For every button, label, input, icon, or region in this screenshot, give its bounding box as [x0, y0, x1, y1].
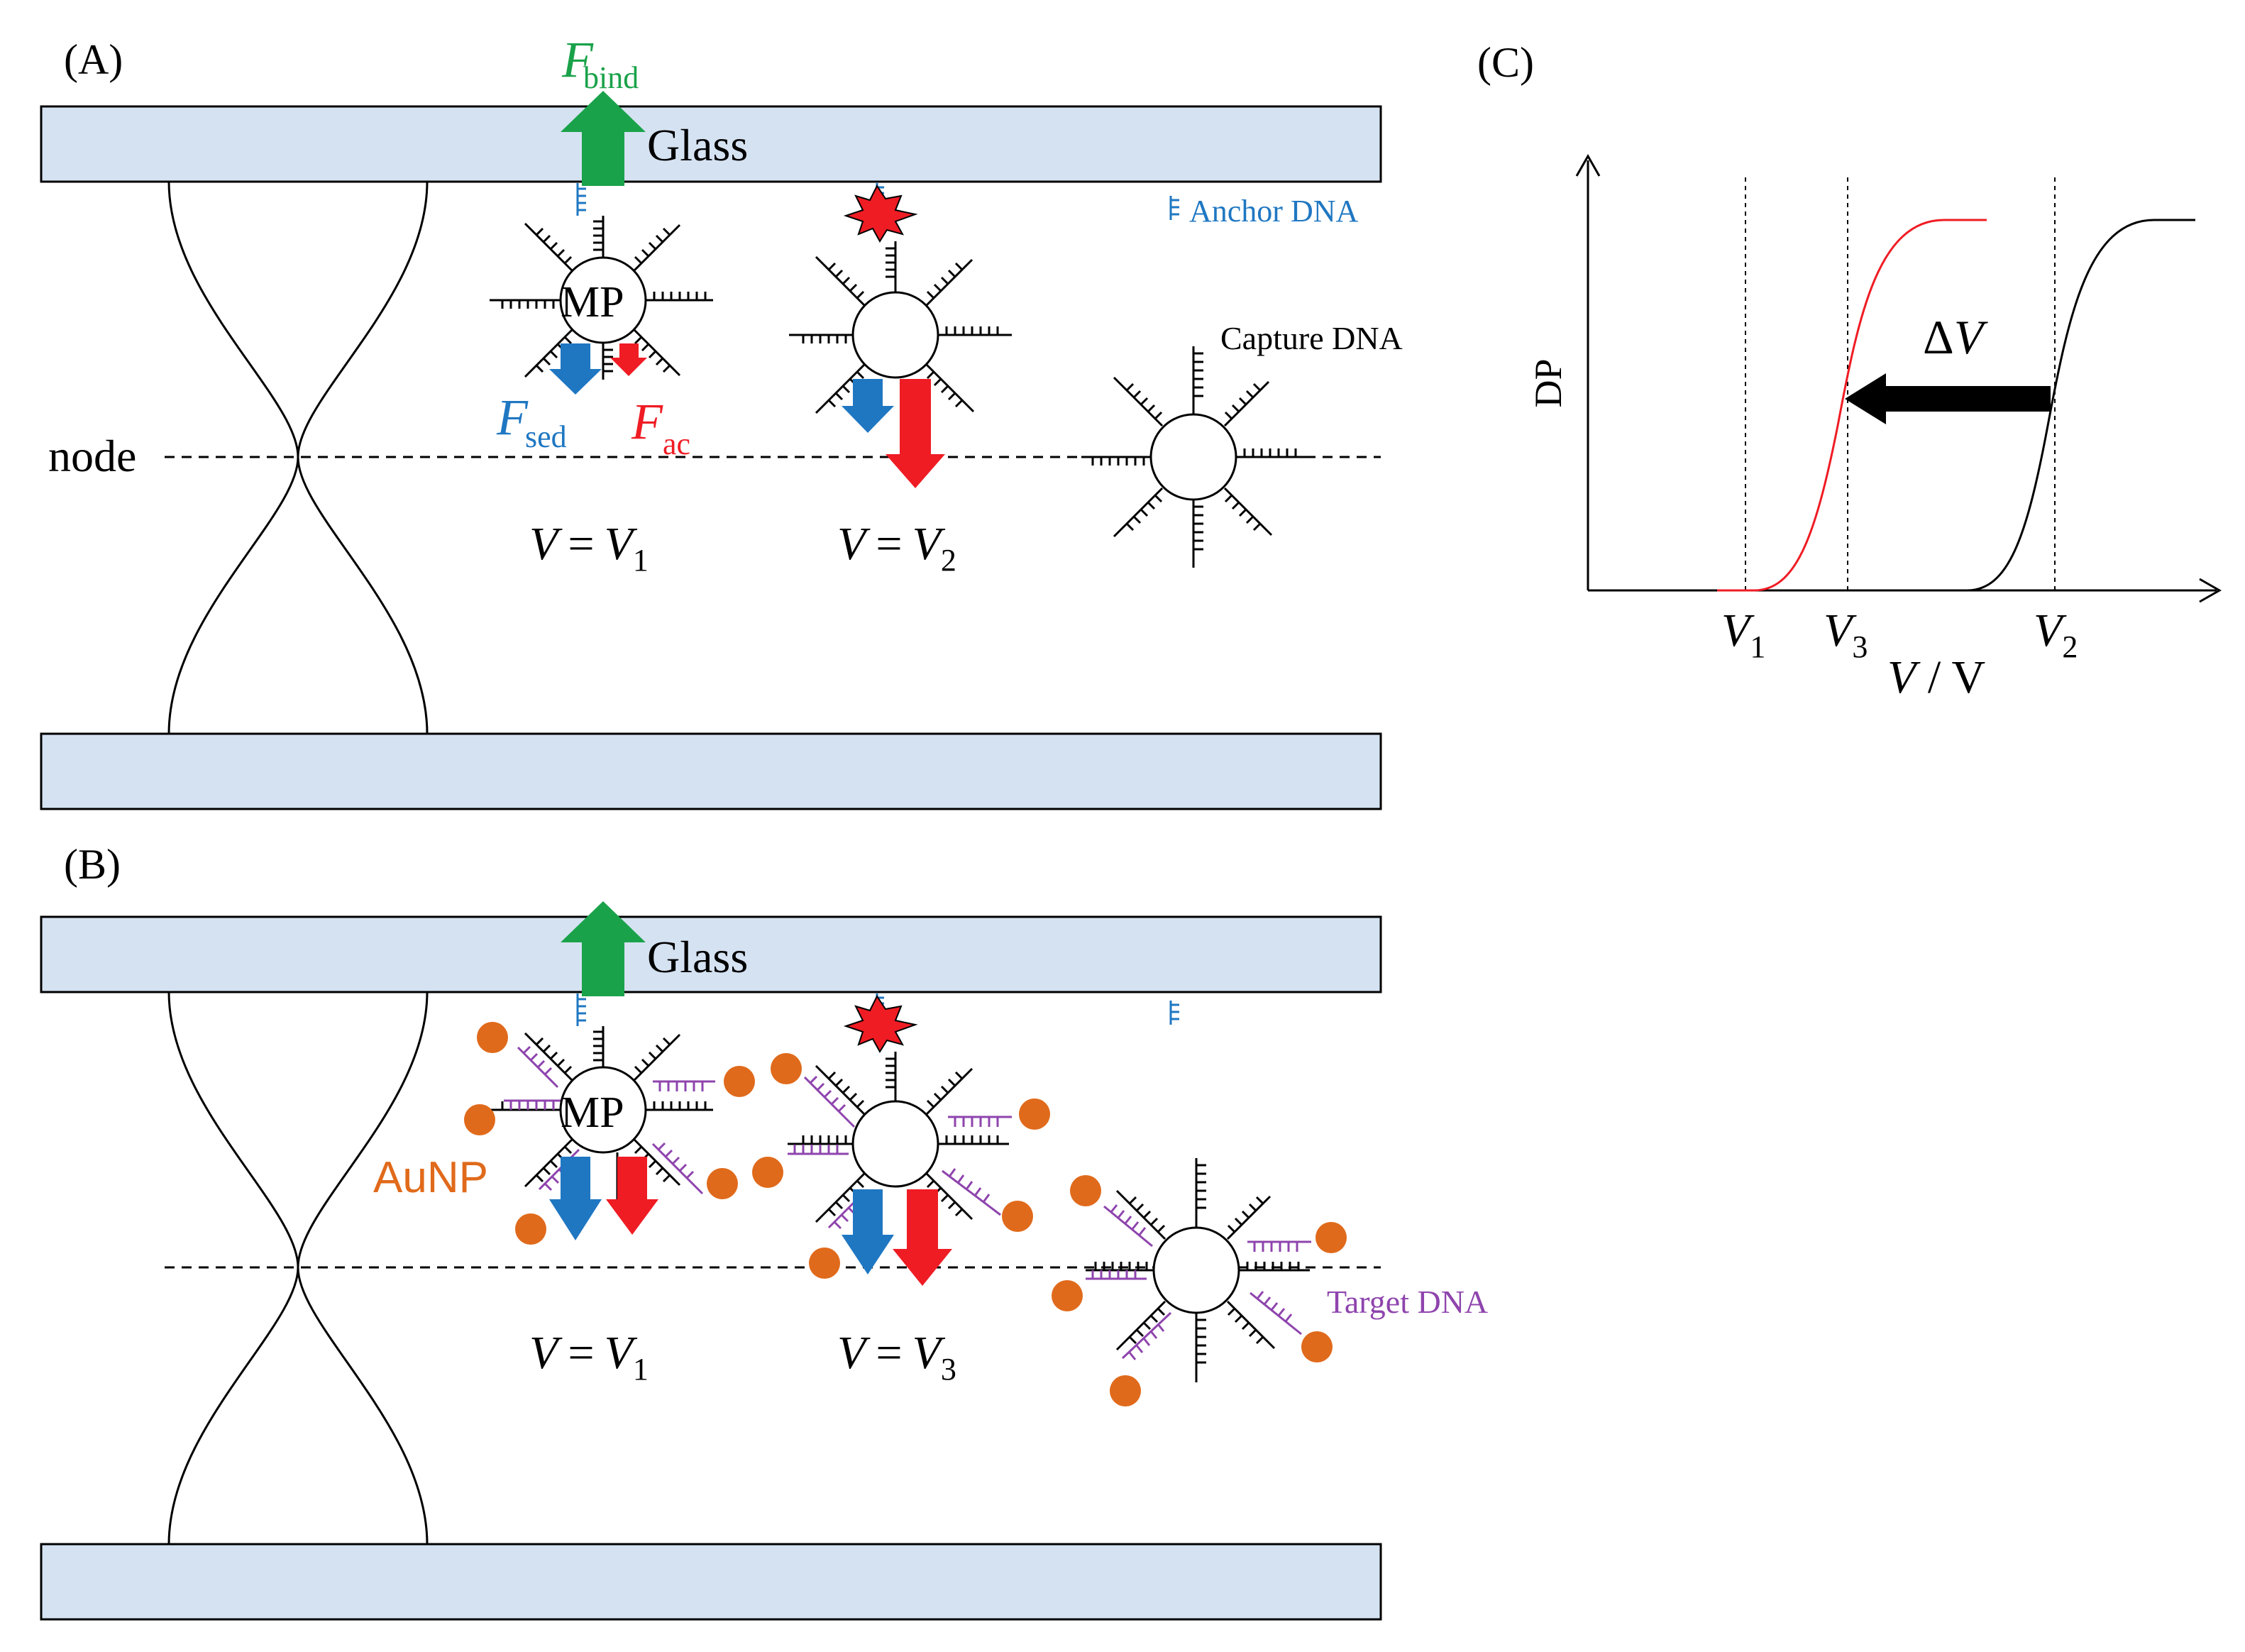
anchor-dna-strand — [1169, 1001, 1179, 1025]
y-axis-label: DP — [1527, 358, 1570, 407]
acoustic-force-arrow — [893, 1189, 952, 1286]
anchor-dna-label: Anchor DNA — [1189, 194, 1359, 228]
microparticle-released-with-targets — [788, 1052, 1012, 1230]
aunp-dot — [752, 1157, 783, 1188]
binding-force-symbol: F — [561, 31, 594, 88]
microparticle-at-node-with-targets — [1086, 1158, 1311, 1382]
panel-b-label: (B) — [64, 841, 121, 888]
x-axis-label: V / V — [1887, 651, 1985, 703]
microparticle-released — [789, 241, 1012, 414]
top-glass-plate — [40, 915, 1382, 993]
mp-label: MP — [561, 1089, 624, 1137]
anchor-dna-strand — [576, 993, 586, 1026]
aunp-dot — [515, 1213, 546, 1245]
aunp-dot — [724, 1066, 755, 1097]
aunp-dot — [1052, 1280, 1083, 1311]
acoustic-force-subscript: ac — [663, 426, 690, 461]
sedimentation-force-symbol: F — [496, 389, 529, 446]
delta-v-label: ΔV — [1923, 310, 1989, 364]
tick-v3: V3 — [1824, 605, 1868, 664]
binding-force-arrow — [561, 901, 646, 996]
top-glass-plate — [40, 105, 1382, 183]
sedimentation-force-arrow — [842, 379, 894, 433]
anchor-dna-strand — [1169, 196, 1179, 220]
sedimentation-force-arrow — [549, 343, 602, 395]
aunp-dot — [1301, 1331, 1333, 1362]
acoustic-force-arrow — [886, 379, 945, 488]
aunp-label: AuNP — [373, 1153, 488, 1202]
delta-v-arrow — [1845, 373, 2051, 424]
gold-nanoparticles — [752, 1053, 1050, 1279]
acoustic-force-arrow — [610, 343, 647, 376]
panel-a-label: (A) — [64, 36, 123, 83]
curve-without-target — [1923, 219, 2195, 592]
tick-v2: V2 — [2034, 605, 2078, 664]
aunp-dot — [1019, 1098, 1050, 1130]
glass-label: Glass — [647, 120, 748, 170]
release-burst-icon — [843, 185, 918, 243]
bottom-glass-plate — [40, 732, 1382, 810]
panel-a: (A) Glass node Anchor DNA F bind — [40, 31, 1403, 810]
voltage-label-b-right: V=V3 — [837, 1327, 956, 1387]
target-dna-label: Target DNA — [1327, 1284, 1488, 1320]
anchor-dna-strand — [576, 183, 586, 216]
binding-force-arrow — [561, 91, 646, 186]
binding-force-subscript: bind — [583, 60, 639, 95]
aunp-dot — [707, 1168, 738, 1199]
capture-dna-label: Capture DNA — [1220, 320, 1403, 356]
aunp-dot — [809, 1248, 840, 1279]
aunp-dot — [1110, 1375, 1141, 1406]
gold-nanoparticles — [464, 1022, 755, 1245]
panel-c-label: (C) — [1477, 39, 1534, 86]
aunp-dot — [771, 1053, 802, 1084]
sedimentation-force-arrow — [842, 1189, 894, 1274]
y-axis-arrowhead — [1575, 153, 1601, 177]
panel-b: (B) Glass — [40, 841, 1488, 1621]
release-burst-icon — [843, 995, 918, 1053]
bottom-glass-plate — [40, 1543, 1382, 1621]
node-label: node — [48, 431, 136, 481]
aunp-dot — [1002, 1201, 1033, 1232]
standing-wave-curve-2 — [297, 991, 429, 1545]
aunp-dot — [1315, 1222, 1347, 1253]
aunp-dot — [477, 1022, 508, 1053]
sedimentation-force-arrow — [549, 1157, 602, 1240]
sedimentation-force-subscript: sed — [525, 419, 567, 454]
standing-wave-curve-2 — [297, 181, 429, 734]
tick-v1: V1 — [1721, 605, 1765, 664]
acoustic-force-symbol: F — [631, 393, 663, 450]
acoustic-force-arrow — [606, 1157, 658, 1235]
microparticle-bound — [490, 216, 713, 380]
voltage-label-a-left: V=V1 — [529, 518, 649, 578]
panel-c: (C) ΔV DP V1 V3 V2 V / V — [1477, 39, 2222, 703]
voltage-label-b-left: V=V1 — [529, 1327, 649, 1387]
microparticle-at-node — [1081, 346, 1307, 568]
glass-label: Glass — [647, 932, 748, 982]
gold-nanoparticles — [1052, 1175, 1347, 1406]
mp-label: MP — [561, 278, 624, 326]
voltage-label-a-right: V=V2 — [837, 518, 956, 578]
x-axis-arrowhead — [2199, 578, 2222, 603]
aunp-dot — [464, 1104, 495, 1135]
aunp-dot — [1070, 1175, 1101, 1206]
curve-with-target — [1717, 219, 1987, 592]
